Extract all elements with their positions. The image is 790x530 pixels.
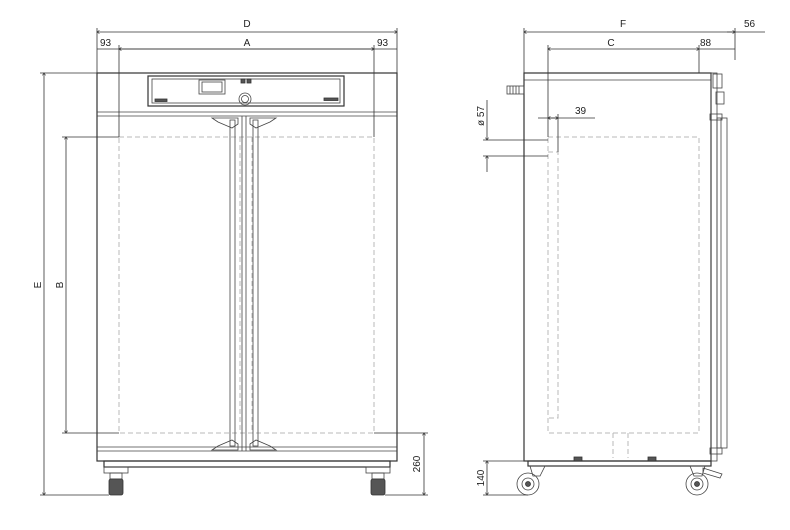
- dim-label-B: B: [55, 281, 66, 288]
- front-caster-right: [365, 466, 391, 496]
- dim-label-C: C: [607, 38, 614, 49]
- dim-label-39: 39: [575, 106, 587, 117]
- dim-label-56: 56: [744, 19, 756, 30]
- front-view: D 93 A 93 E B 260: [33, 19, 428, 495]
- dim-label-A: A: [244, 38, 251, 49]
- dim-label-E: E: [33, 281, 44, 288]
- control-panel: [147, 75, 345, 107]
- front-cabinet-outline: [96, 72, 398, 462]
- dim-label-93-right: 93: [377, 38, 389, 49]
- side-inner-chamber-outline: [547, 136, 700, 434]
- side-cabinet-outline: [523, 72, 712, 462]
- display-screen: [198, 79, 226, 95]
- dim-label-diameter-57: ø 57: [476, 106, 487, 126]
- side-view: F 56 C 88 ø 57 39 140: [476, 19, 765, 495]
- inner-chamber-outline: [118, 136, 375, 434]
- door-profile: [716, 117, 728, 449]
- caster-brake: [702, 467, 723, 479]
- dim-label-93-left: 93: [100, 38, 112, 49]
- front-caster-left: [103, 466, 129, 496]
- side-caster-left: [516, 465, 546, 496]
- door-handle-left: [210, 117, 239, 451]
- exhaust-port: [506, 85, 525, 95]
- dim-label-140: 140: [476, 469, 487, 486]
- door-handle-right: [249, 117, 278, 451]
- side-caster-right: [685, 465, 723, 496]
- control-knob: [238, 92, 252, 106]
- dim-label-F: F: [620, 19, 626, 30]
- dim-label-D: D: [243, 19, 250, 30]
- dim-label-260: 260: [412, 455, 423, 472]
- dim-label-88: 88: [700, 38, 712, 49]
